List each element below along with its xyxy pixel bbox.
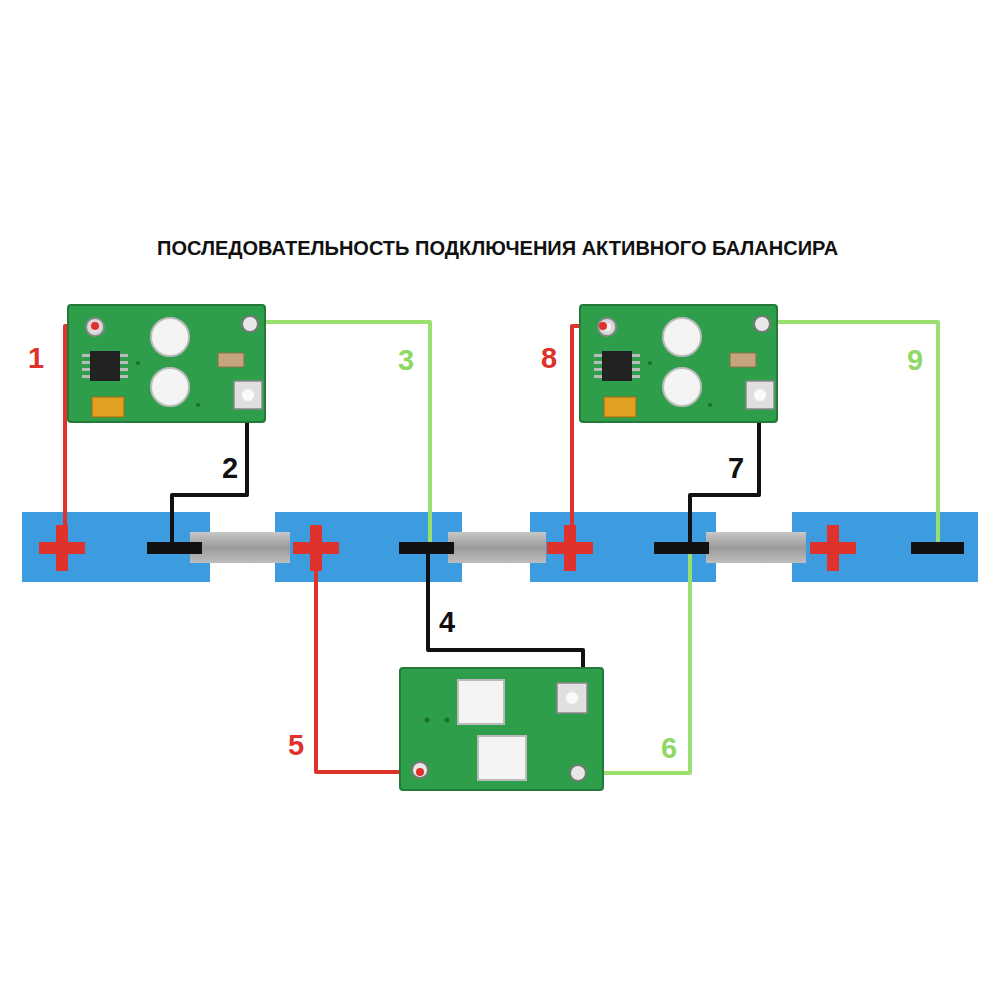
callout-number: 3: [398, 346, 414, 375]
callout-number: 2: [222, 454, 238, 483]
callout-number: 9: [907, 346, 923, 375]
callout-number: 8: [541, 344, 557, 373]
balancer-board: [400, 668, 603, 790]
diagram-title: ПОСЛЕДОВАТЕЛЬНОСТЬ ПОДКЛЮЧЕНИЯ АКТИВНОГО…: [157, 238, 838, 258]
balancer-board: [68, 305, 265, 422]
balancer-board: [580, 305, 777, 422]
minus-symbols: [147, 542, 964, 554]
callout-number: 5: [288, 731, 304, 760]
callout-number: 4: [439, 608, 455, 637]
terminal-dots: [91, 322, 607, 776]
callout-number: 1: [28, 344, 44, 373]
callout-number: 6: [661, 734, 677, 763]
callout-number: 7: [728, 454, 744, 483]
battery-cells: [22, 512, 978, 582]
plus-symbols: [39, 525, 856, 571]
